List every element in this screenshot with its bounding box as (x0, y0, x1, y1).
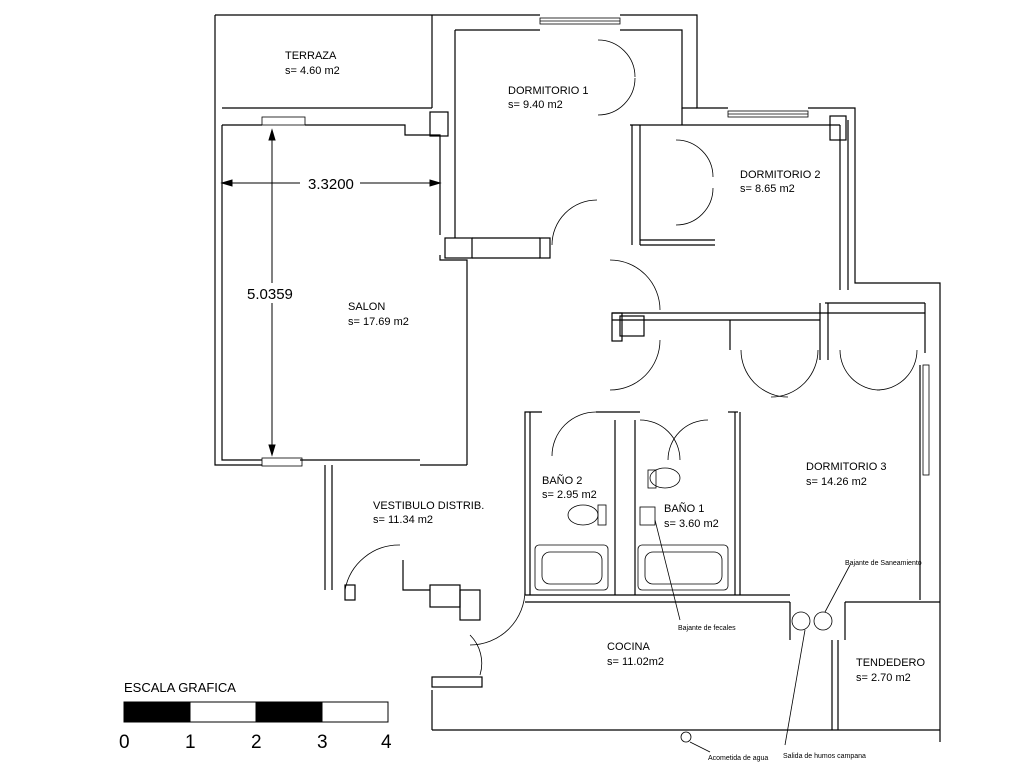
scale-title: ESCALA GRAFICA (124, 680, 236, 695)
dormitorio1-name: DORMITORIO 1 (508, 85, 588, 97)
salon-area: s= 17.69 m2 (348, 316, 409, 328)
vestibulo-name: VESTIBULO DISTRIB. (373, 500, 484, 512)
toilet-2 (567, 504, 599, 526)
acometida-agua-note: Acometida de agua (708, 755, 768, 762)
labels: TERRAZA s= 4.60 m2 DORMITORIO 1 s= 9.40 … (119, 50, 926, 762)
scale-segment-4 (321, 701, 389, 723)
dormitorio2-area: s= 8.65 m2 (740, 183, 795, 195)
doors (344, 39, 918, 676)
salon-name: SALON (348, 301, 385, 313)
salida-humos-note: Salida de humos campana (783, 753, 866, 760)
bajante-circle-2 (813, 611, 833, 631)
dormitorio3-name: DORMITORIO 3 (806, 461, 886, 473)
dormitorio3-area: s= 14.26 m2 (806, 476, 867, 488)
terraza-area: s= 4.60 m2 (285, 65, 340, 77)
toilet-1 (649, 467, 681, 489)
cocina-area: s= 11.02m2 (607, 656, 664, 668)
cocina-name: COCINA (607, 641, 650, 653)
vestibulo-area: s= 11.34 m2 (373, 514, 433, 526)
dormitorio2-name: DORMITORIO 2 (740, 169, 820, 181)
bano1-name: BAÑO 1 (664, 502, 704, 515)
bano1-area: s= 3.60 m2 (664, 518, 719, 530)
scale-tick-2: 2 (251, 732, 262, 753)
scale-segment-3 (255, 701, 323, 723)
bajante-fecales-note: Bajante de fecales (678, 625, 736, 632)
scale-segment-2 (189, 701, 257, 723)
salon-width-dimension: 3.3200 (308, 176, 354, 193)
bajante-saneamiento-note: Bajante de Saneamiento (845, 560, 922, 567)
scale-segment-1 (123, 701, 191, 723)
bajante-circle-1 (791, 611, 811, 631)
tendedero-area: s= 2.70 m2 (856, 672, 911, 684)
terraza-name: TERRAZA (285, 50, 337, 62)
scale-tick-1: 1 (185, 732, 196, 753)
acometida-circle (680, 731, 692, 743)
windows (261, 17, 930, 476)
bathtub-1 (637, 544, 729, 591)
scale-tick-0: 0 (119, 732, 130, 753)
scale-bar (123, 701, 389, 723)
bano2-name: BAÑO 2 (542, 474, 582, 487)
tendedero-name: TENDEDERO (856, 657, 926, 669)
leader-lines (654, 519, 851, 753)
fixtures (534, 467, 833, 743)
walls (214, 14, 941, 742)
bano2-area: s= 2.95 m2 (542, 489, 597, 501)
dormitorio1-area: s= 9.40 m2 (508, 99, 563, 111)
bathtub-2 (534, 544, 609, 591)
salon-height-dimension: 5.0359 (247, 286, 293, 303)
scale-tick-4: 4 (381, 732, 392, 753)
scale-tick-3: 3 (317, 732, 328, 753)
